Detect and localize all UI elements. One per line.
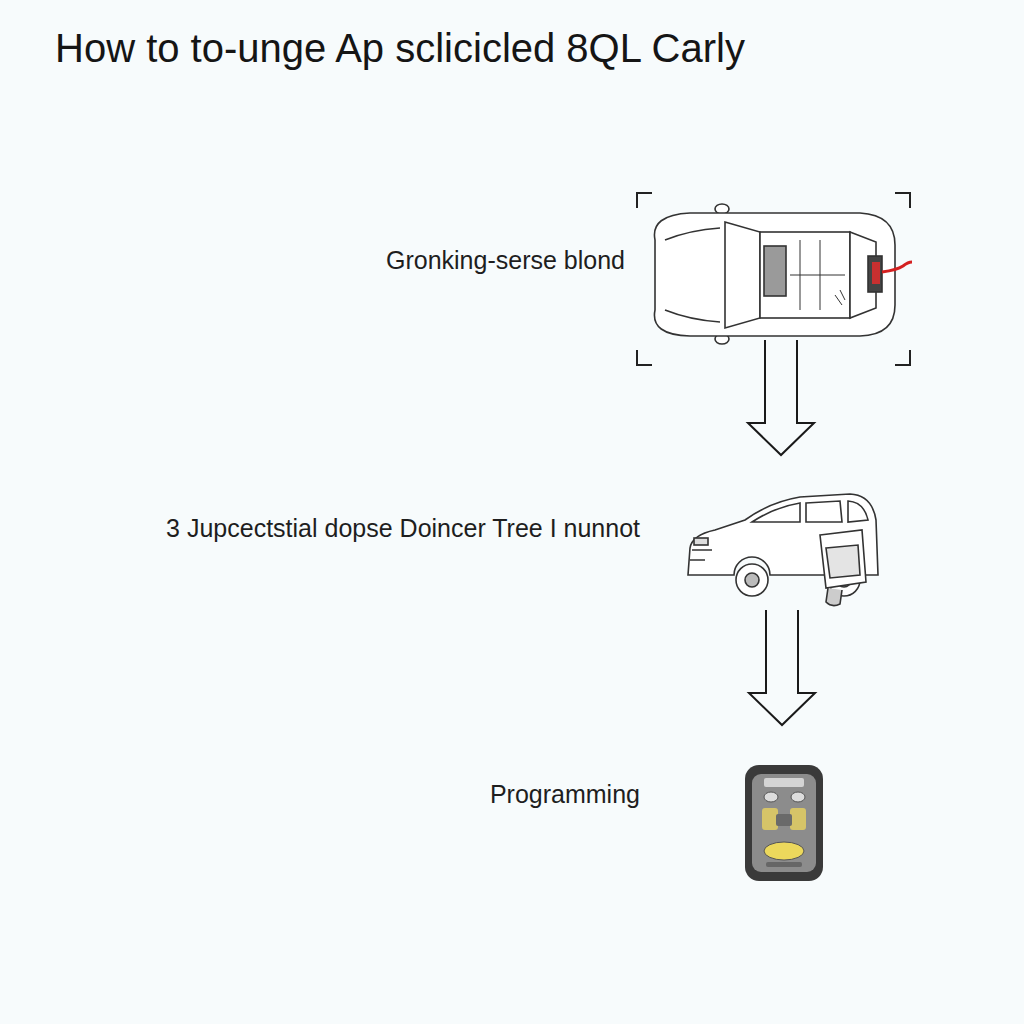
key-fob	[745, 765, 823, 881]
step-label: 3 Jupcectstial dopse Doincer Tree I nunn…	[166, 514, 640, 543]
step-node: 3 Jupcectstial dopse Doincer Tree I nunn…	[680, 455, 885, 610]
hollow-arrow	[749, 610, 815, 725]
step-label: Programming	[490, 780, 640, 809]
hollow-arrow	[748, 340, 814, 455]
step-node: Gronking-serse blond	[645, 205, 907, 340]
red-cable	[882, 262, 912, 272]
car-side-view	[688, 494, 878, 606]
car-top-view	[654, 204, 895, 344]
title: How to to-unge Ap sclicicled 8QL Carly	[55, 26, 745, 71]
corner-brackets	[637, 193, 910, 365]
step-node: Programming	[735, 725, 830, 885]
step-label: Gronking-serse blond	[386, 246, 625, 275]
